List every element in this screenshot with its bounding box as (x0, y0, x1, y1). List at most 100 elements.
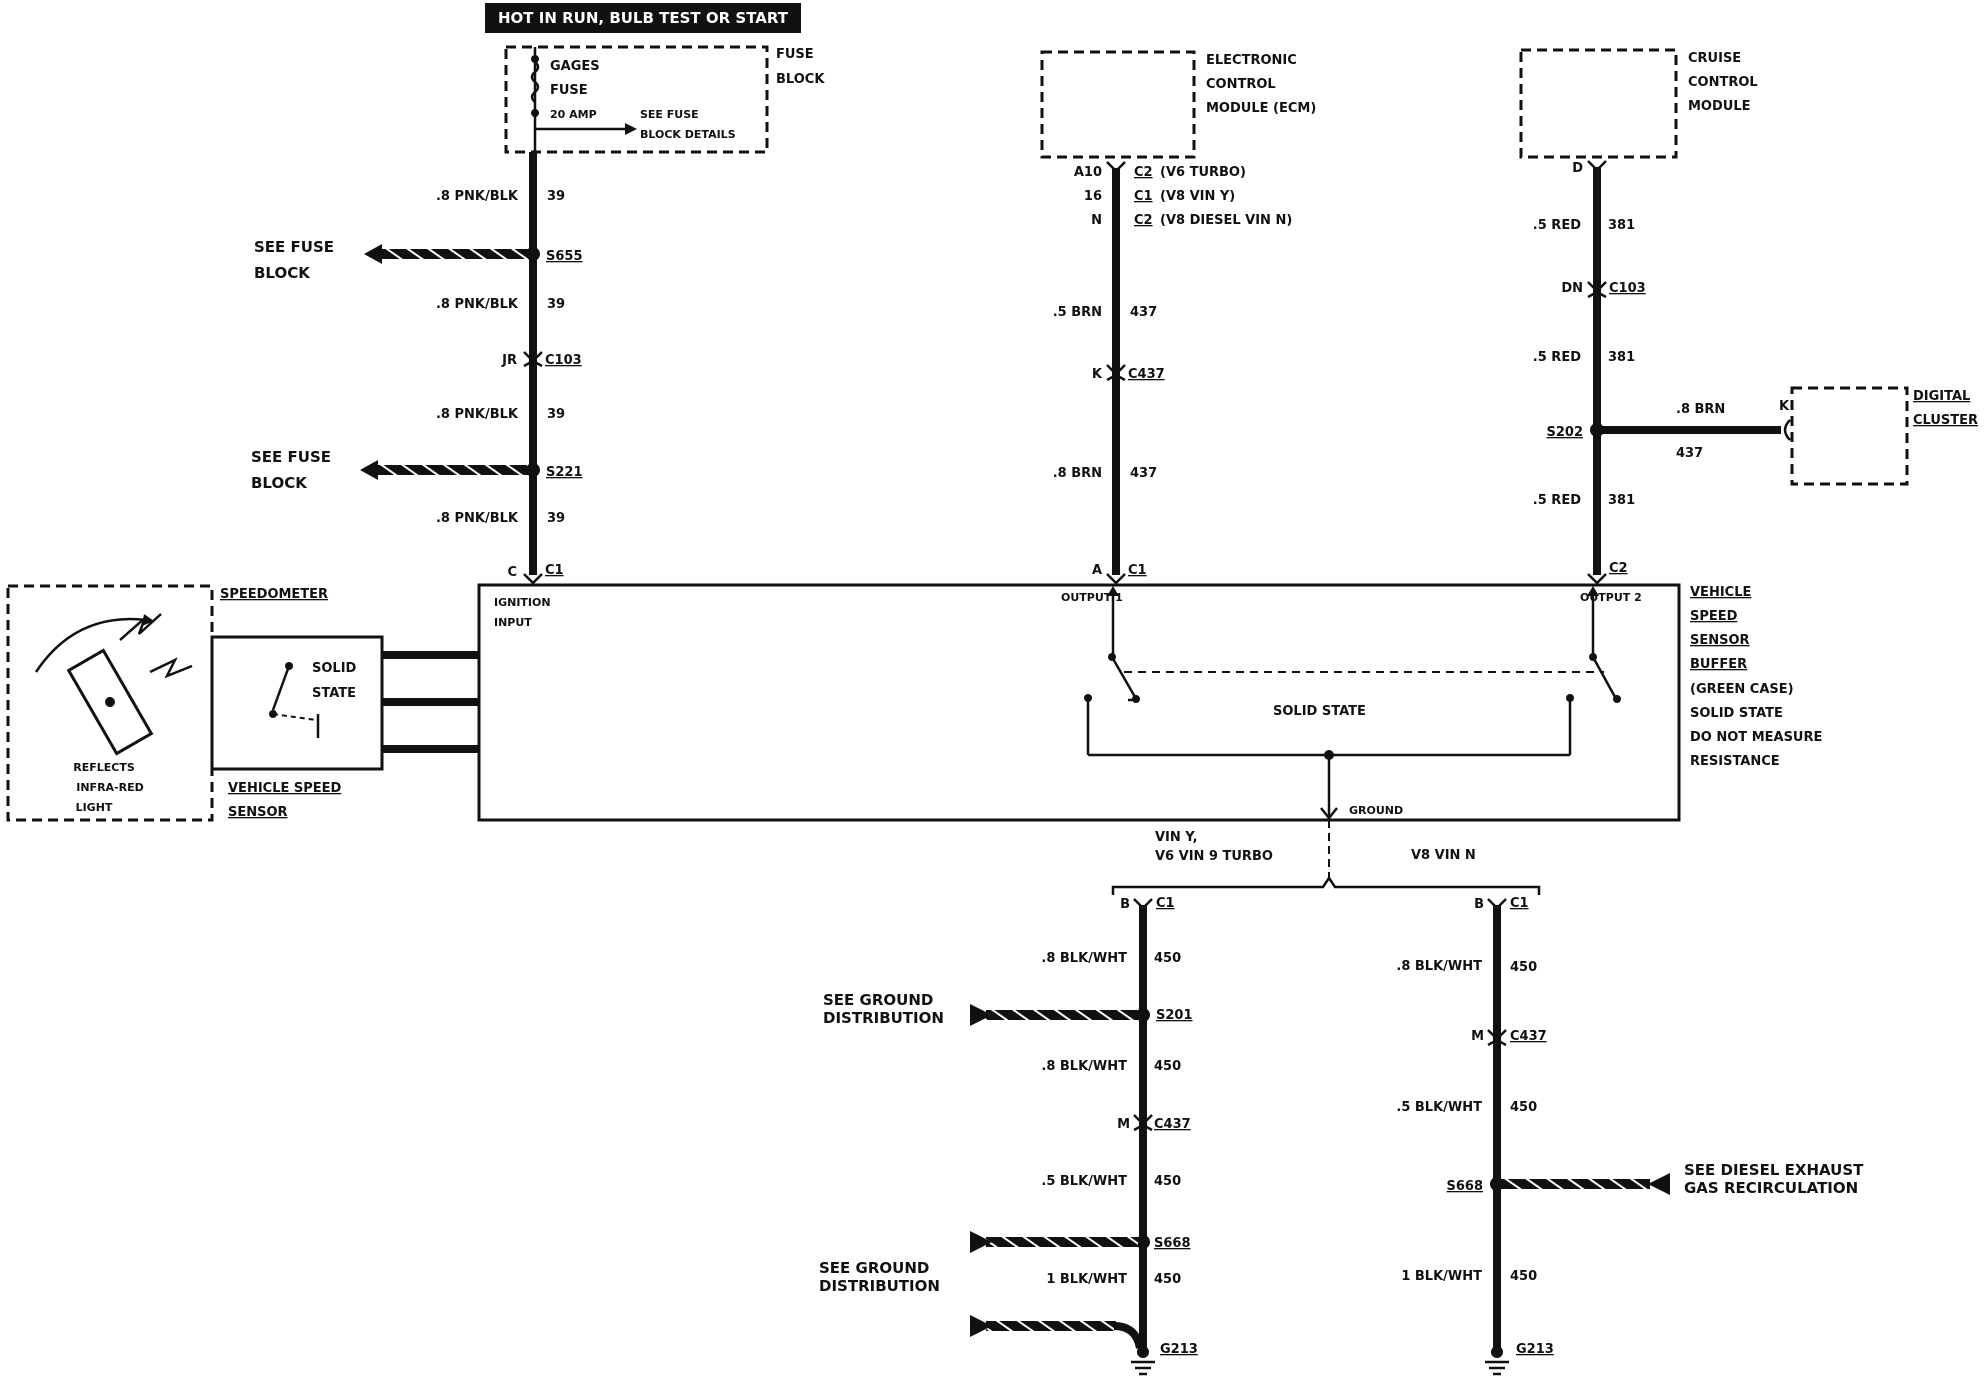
ground-arrow-icon (970, 1315, 992, 1337)
see-ground-2: DISTRIBUTION (823, 1009, 944, 1027)
ecm-module: ELECTRONIC CONTROL MODULE (ECM) (1040, 50, 1316, 159)
buffer-desc-line: SOLID STATE (1690, 706, 1783, 721)
connector-label: C103 (545, 353, 582, 368)
ground-circuit-right: B C1 .8 BLK/WHT 450 M C437 .5 BLK/WHT 45… (1396, 896, 1864, 1376)
pin-label: B (1474, 897, 1484, 912)
buffer-desc-line: SPEED (1690, 609, 1738, 624)
ground-arrow-icon (1648, 1173, 1670, 1195)
speedometer-label: SPEEDOMETER (220, 587, 328, 602)
solid-state-1: SOLID (312, 661, 357, 676)
see-fuse-block-1: SEE FUSE (254, 238, 334, 256)
pin-label: B (1120, 897, 1130, 912)
splice-s668 (1136, 1235, 1150, 1249)
circuit-number: 39 (547, 511, 565, 526)
connector-icon (1106, 573, 1126, 585)
pin-label: 16 (1084, 189, 1102, 204)
see-fuse-details-1: SEE FUSE (640, 108, 699, 121)
circuit-437: A10 C2 (V6 TURBO) 16 C1 (V8 VIN Y) N C2 … (1053, 161, 1292, 585)
reflects-label-1: REFLECTS (73, 761, 135, 774)
splice-label: S221 (546, 465, 583, 480)
vehicle-speed-sensor-buffer: IGNITION INPUT OUTPUT 1 OUTPUT 2 SOLID S… (477, 583, 1822, 822)
ground-symbol-icon (1131, 1346, 1155, 1376)
see-fuse-block-1: SEE FUSE (251, 448, 331, 466)
circuit-number: 450 (1510, 1269, 1537, 1284)
arc-icon (34, 617, 147, 673)
buffer-desc-line: VEHICLE (1690, 585, 1751, 600)
ecm-label-3: MODULE (ECM) (1206, 101, 1316, 116)
ecm-label-1: ELECTRONIC (1206, 53, 1297, 68)
wire-label: .8 BRN (1676, 402, 1725, 417)
ecm-label-2: CONTROL (1206, 77, 1276, 92)
vss-label-2: SENSOR (228, 805, 288, 820)
circuit-number: 450 (1510, 960, 1537, 975)
solid-state-2: STATE (312, 686, 356, 701)
cruise-label-2: CONTROL (1688, 75, 1758, 90)
vss-label-1: VEHICLE SPEED (228, 781, 342, 796)
pin-label: A10 (1074, 165, 1102, 180)
wire-label: .5 RED (1533, 493, 1581, 508)
splice-s201 (1136, 1008, 1150, 1022)
reflects-label-3: LIGHT (76, 801, 113, 814)
circuit-number: 437 (1130, 466, 1157, 481)
circuit-number: 437 (1676, 446, 1703, 461)
wire-label: .8 PNK/BLK (436, 511, 519, 526)
fuse-block-label-2: BLOCK (776, 72, 825, 87)
see-fuse-block-2: BLOCK (254, 264, 311, 282)
splice-label: S668 (1447, 1179, 1484, 1194)
pin-label: K (1092, 367, 1103, 382)
ground-arrow-icon (970, 1231, 992, 1253)
connector-label: C103 (1609, 281, 1646, 296)
circuit-number: 381 (1608, 493, 1635, 508)
arrow-up-icon (1107, 586, 1119, 596)
splice-s668 (1490, 1177, 1504, 1191)
circuit-number: 450 (1154, 1174, 1181, 1189)
circuit-number: 450 (1154, 1272, 1181, 1287)
circuit-number: 450 (1510, 1100, 1537, 1115)
splice-label: S668 (1154, 1236, 1191, 1251)
pin-label: N (1091, 213, 1102, 228)
connector-label: C2 (1609, 561, 1628, 576)
reflects-label-2: INFRA-RED (76, 781, 143, 794)
wire-label: .8 PNK/BLK (436, 297, 519, 312)
wire-label: .8 BLK/WHT (1396, 959, 1482, 974)
arrow-right-icon (625, 123, 637, 135)
wire-label: .8 BRN (1053, 466, 1102, 481)
arrow-left-icon (364, 244, 382, 264)
variant-label: (V8 VIN Y) (1160, 189, 1235, 204)
see-egr-1: SEE DIESEL EXHAUST (1684, 1161, 1864, 1179)
connector-label: C1 (545, 563, 564, 578)
cluster-label-1: DIGITAL (1913, 389, 1970, 404)
wire-label: .5 RED (1533, 218, 1581, 233)
splice-label: S202 (1547, 425, 1584, 440)
splice-s221 (526, 463, 540, 477)
fuse-icon (530, 61, 540, 103)
buffer-desc-line: DO NOT MEASURE (1690, 730, 1822, 745)
wire-label: .5 RED (1533, 350, 1581, 365)
wire-label: .5 BLK/WHT (1041, 1174, 1127, 1189)
fuse-amp: 20 AMP (550, 108, 597, 121)
wire-label: .8 BLK/WHT (1041, 1059, 1127, 1074)
ground-symbol-icon (1485, 1346, 1509, 1376)
variant-right: V8 VIN N (1411, 848, 1476, 863)
ignition-input-1: IGNITION (494, 596, 551, 609)
light-flash-icon (119, 613, 162, 641)
see-fuse-details-2: BLOCK DETAILS (640, 128, 736, 141)
vehicle-speed-sensor: SOLID STATE VEHICLE SPEED SENSOR (210, 635, 479, 820)
wire-label: .5 BRN (1053, 305, 1102, 320)
buffer-desc-line: SENSOR (1690, 633, 1750, 648)
splice-label: S201 (1156, 1008, 1193, 1023)
splice-s655 (526, 247, 540, 261)
see-fuse-block-2: BLOCK (251, 474, 308, 492)
fuse-block: GAGES FUSE 20 AMP SEE FUSE BLOCK DETAILS… (504, 45, 825, 154)
circuit-number: 437 (1130, 305, 1157, 320)
connector-icon (1587, 573, 1607, 585)
connector-label: C1 (1128, 563, 1147, 578)
pin-label: DN (1561, 281, 1583, 296)
connector-label: C2 (1134, 213, 1153, 228)
pin-label: M (1117, 1117, 1130, 1132)
circuit-number: 450 (1154, 1059, 1181, 1074)
cruise-control-module: CRUISE CONTROL MODULE (1519, 48, 1758, 159)
solid-state-label: SOLID STATE (1273, 704, 1366, 719)
fuse-block-label-1: FUSE (776, 47, 814, 62)
